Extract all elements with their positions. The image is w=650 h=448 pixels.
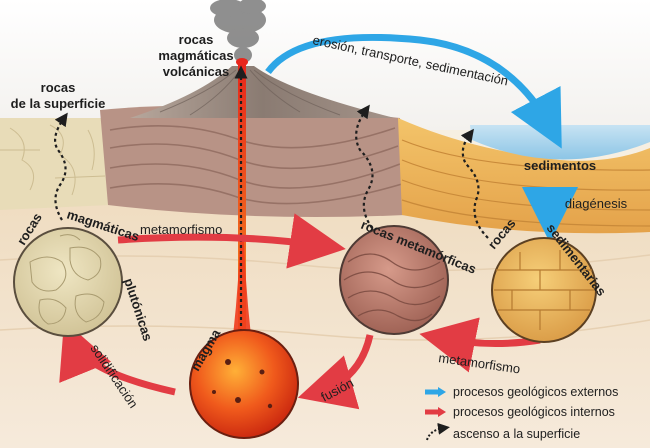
label-metamorphism-top: metamorfismo xyxy=(140,222,222,237)
plutonic-rock-sample xyxy=(14,228,122,336)
legend-internal-label: procesos geológicos internos xyxy=(453,405,615,419)
legend-external-label: procesos geológicos externos xyxy=(453,385,618,399)
label-surface-rocks-1: rocas xyxy=(41,80,76,95)
label-volcanic-rocks-1: rocas xyxy=(179,32,214,47)
legend-item-internal: procesos geológicos internos xyxy=(425,405,615,419)
label-volcanic-rocks-2: magmáticas xyxy=(158,48,233,63)
legend-ascent-label: ascenso a la superficie xyxy=(453,427,580,441)
label-surface-rocks-2: de la superficie xyxy=(11,96,106,111)
label-volcanic-rocks-3: volcánicas xyxy=(163,64,230,79)
label-diagenesis: diagénesis xyxy=(565,196,628,211)
label-sediments: sedimentos xyxy=(524,158,596,173)
legend-item-external: procesos geológicos externos xyxy=(425,385,618,399)
